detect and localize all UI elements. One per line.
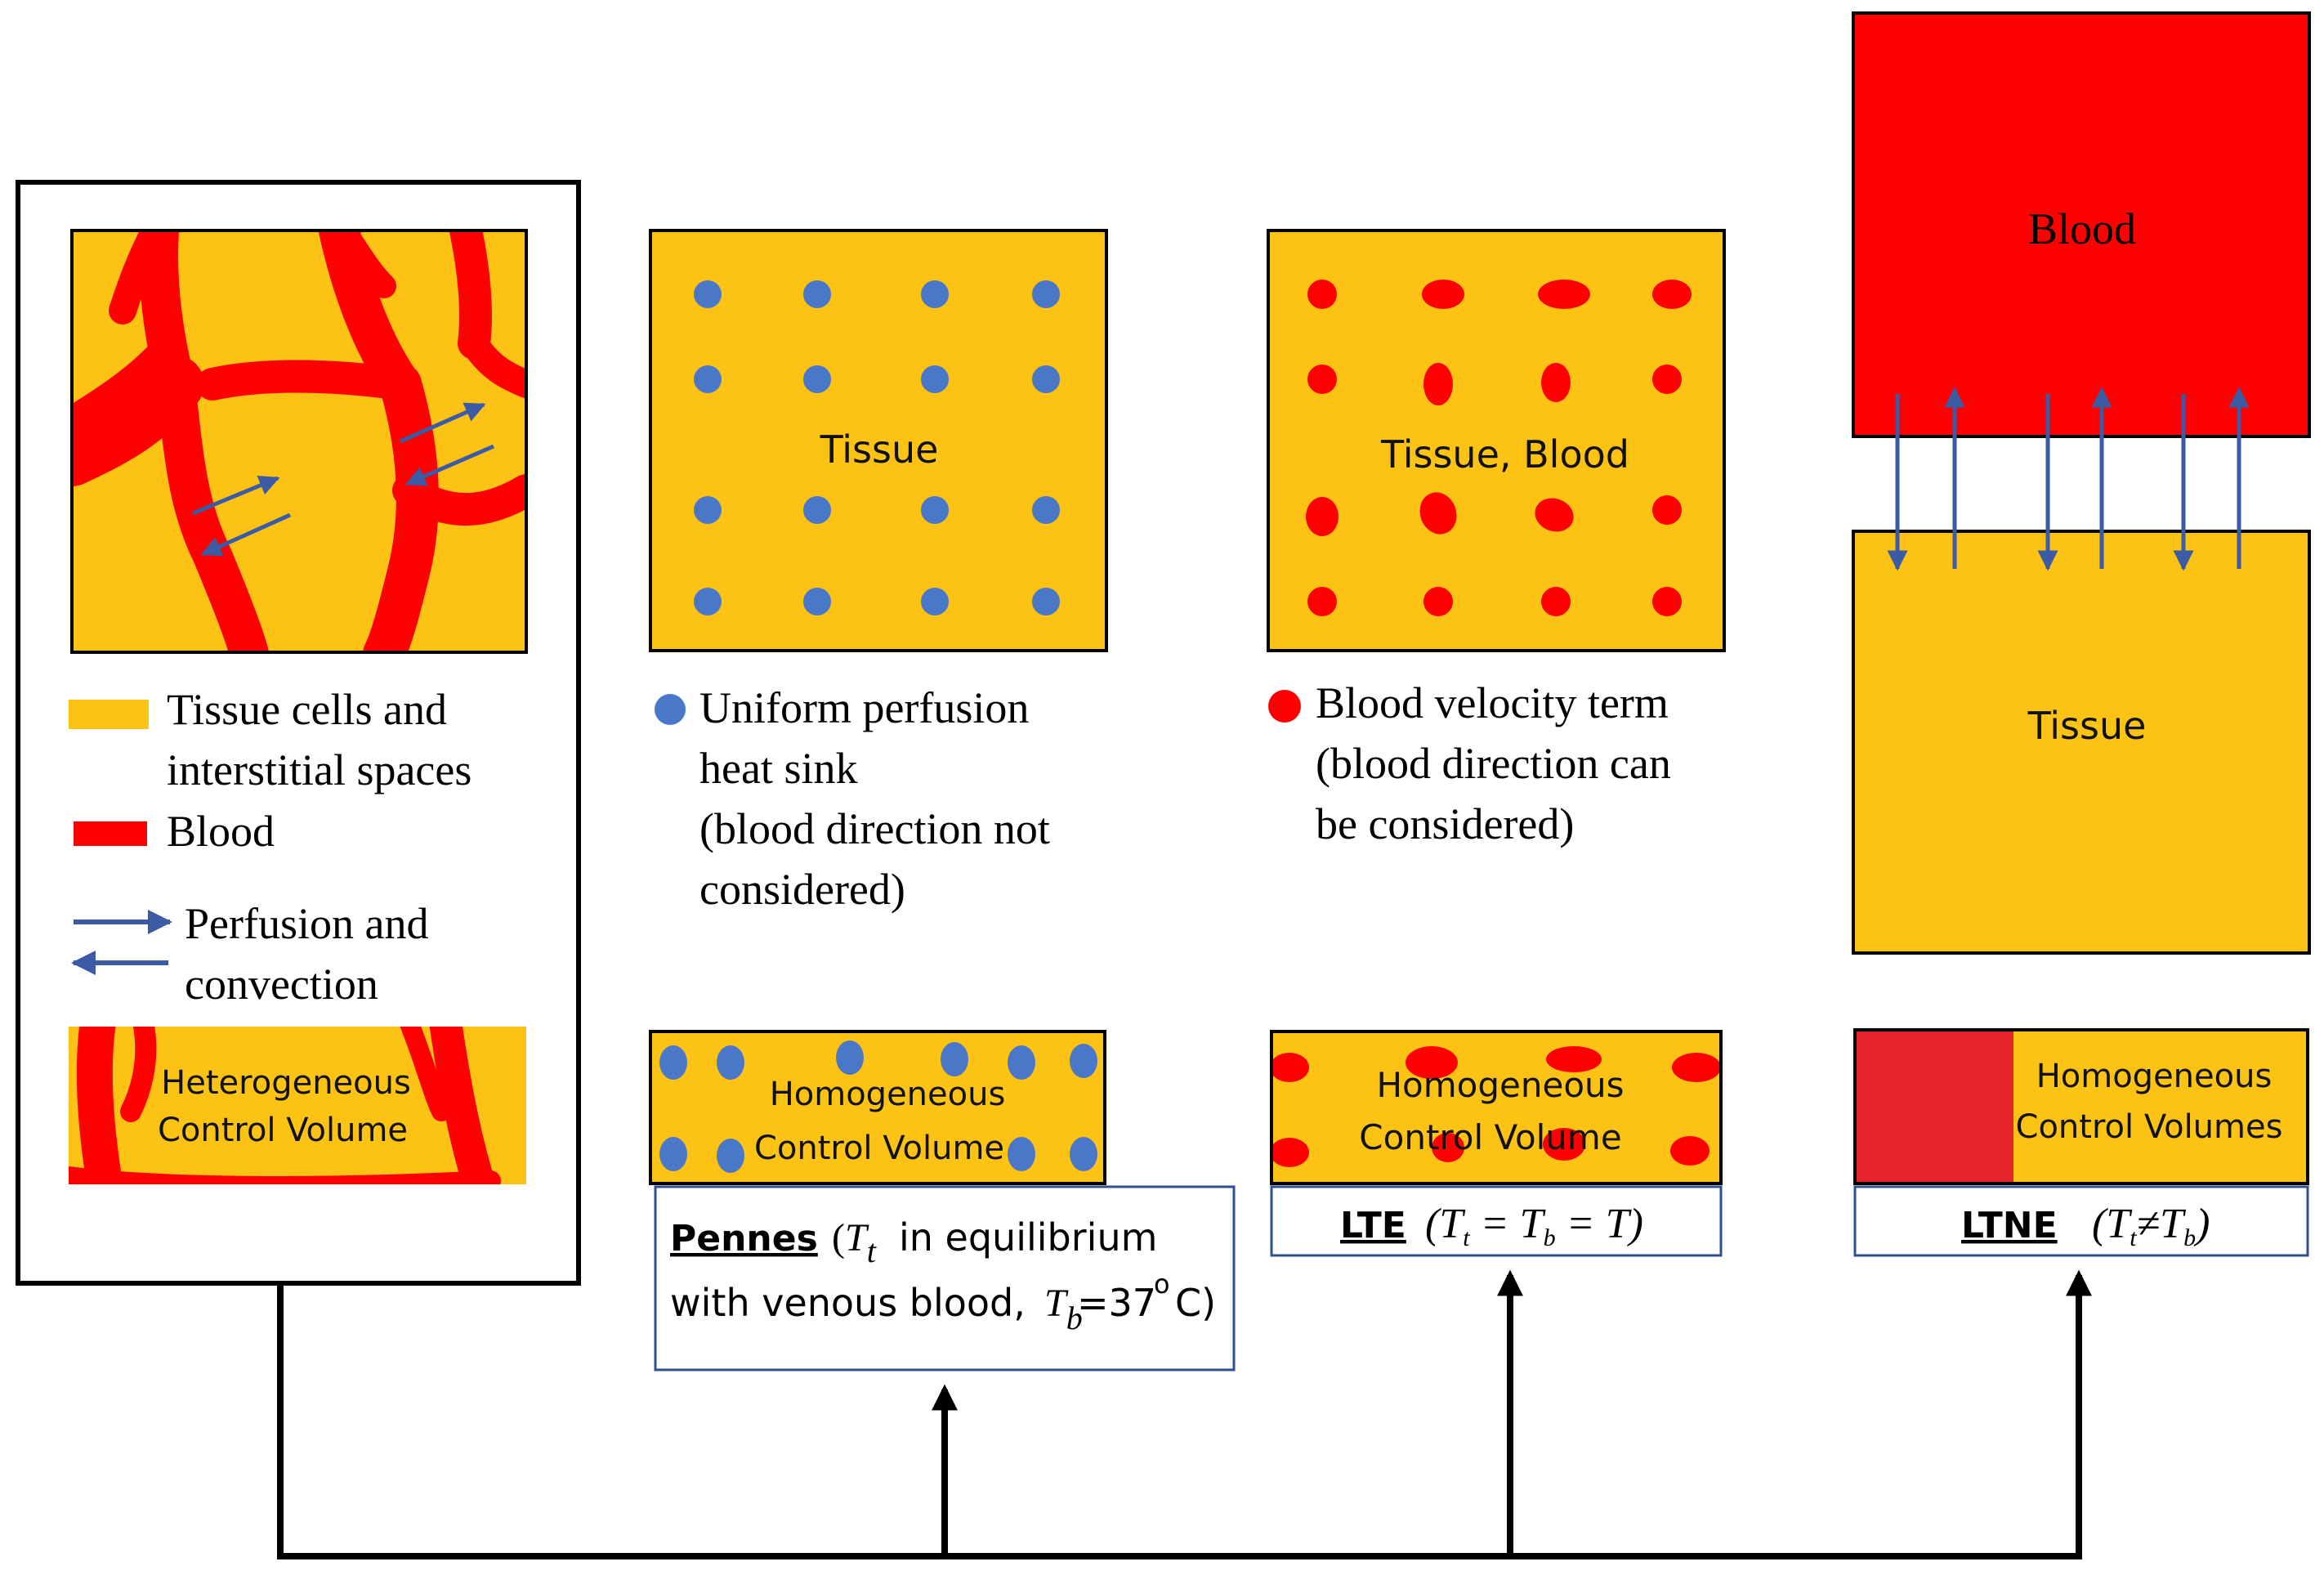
ltne-tissue-label: Tissue xyxy=(2027,704,2147,748)
pennes-tissue-illustration: Tissue xyxy=(649,229,1108,652)
ltne-cv-label-2: Control Volumes xyxy=(2016,1108,2283,1146)
ltne-blood-label: Blood xyxy=(2028,204,2136,253)
lte-tissue-label: Tissue, Blood xyxy=(1380,432,1629,477)
lte-model-box: LTE (Tt = Tb = T) xyxy=(1270,1185,1723,1257)
pennes-cv-label-2: Control Volume xyxy=(754,1130,1004,1167)
lte-tissue-illustration: Tissue, Blood xyxy=(1267,229,1726,652)
ltne-model-box: LTNE (Tt≠Tb) xyxy=(1853,1185,2309,1257)
panel-lte: Tissue, Blood Blood velocity term (blood… xyxy=(1267,229,1726,1556)
lte-note-2: (blood direction can xyxy=(1316,739,1671,788)
lte-control-volume: Homogeneous Control Volume xyxy=(1270,1030,1723,1185)
heterogeneous-cv-label-1: Heterogeneous xyxy=(161,1064,411,1102)
legend-blood-swatch xyxy=(74,821,147,846)
blood-velocity-dots xyxy=(1306,280,1692,616)
panel1-frame xyxy=(16,180,581,1286)
legend-tissue-label-1: Tissue cells and xyxy=(167,685,447,734)
lte-cv-label-1: Homogeneous xyxy=(1376,1065,1624,1105)
pennes-note-3: (blood direction not xyxy=(699,804,1050,853)
legend-blood-label: Blood xyxy=(167,807,275,856)
lte-note-dot xyxy=(1268,690,1301,723)
legend: Tissue cells and interstitial spaces Blo… xyxy=(69,685,472,1009)
heterogeneous-tissue-illustration xyxy=(72,230,526,652)
pennes-control-volume: Homogeneous Control Volume xyxy=(649,1030,1106,1185)
lte-note-3: be considered) xyxy=(1316,799,1574,848)
pennes-note-1: Uniform perfusion xyxy=(699,683,1029,732)
perfusion-dots xyxy=(694,280,1060,615)
perfusion-arrows-in-tissue xyxy=(192,402,494,557)
pennes-desc-1: in equilibrium xyxy=(899,1215,1157,1260)
panel-heterogeneous: Tissue cells and interstitial spaces Blo… xyxy=(16,180,581,1556)
ltne-cv-label-1: Homogeneous xyxy=(2036,1058,2273,1095)
lte-cv-label-2: Control Volume xyxy=(1359,1117,1621,1157)
ltne-tissue-block: Tissue xyxy=(1852,530,2311,955)
pennes-cv-label-1: Homogeneous xyxy=(770,1076,1006,1113)
pennes-note-4: considered) xyxy=(699,865,905,914)
legend-perfusion-label-1: Perfusion and xyxy=(185,899,428,948)
heterogeneous-control-volume: Heterogeneous Control Volume xyxy=(69,1027,526,1184)
pennes-note-2: heat sink xyxy=(699,744,857,793)
pennes-note-dot xyxy=(655,694,686,725)
pennes-desc-unit: C) xyxy=(1175,1281,1216,1325)
legend-tissue-label-2: interstitial spaces xyxy=(167,745,472,794)
heterogeneous-cv-label-2: Control Volume xyxy=(158,1112,408,1149)
ltne-model-name: LTNE xyxy=(1961,1205,2058,1246)
ltne-blood-block: Blood xyxy=(1852,11,2311,438)
lte-model-name: LTE xyxy=(1340,1205,1406,1246)
pennes-desc-2: with venous blood, xyxy=(670,1281,1026,1325)
pennes-tissue-label: Tissue xyxy=(820,427,939,472)
lte-note-1: Blood velocity term xyxy=(1316,678,1669,727)
pennes-model-name: Pennes xyxy=(670,1218,818,1260)
blood-vessels xyxy=(72,230,526,652)
lte-equation: (Tt = Tb = T) xyxy=(1425,1201,1643,1251)
pennes-desc-temp: =37 xyxy=(1077,1281,1156,1325)
legend-perfusion-label-2: convection xyxy=(185,960,378,1009)
legend-tissue-swatch xyxy=(69,700,149,729)
pennes-model-box: Pennes (Tt in equilibrium with venous bl… xyxy=(654,1185,1236,1371)
ltne-control-volume: Homogeneous Control Volumes xyxy=(1853,1028,2309,1185)
pennes-desc-deg: o xyxy=(1154,1269,1170,1300)
panel-ltne: Blood Tissue Homogeneous Control Volumes… xyxy=(1852,11,2311,1556)
panel-pennes: Tissue Uniform perfusion heat sink (bloo… xyxy=(649,229,1236,1556)
ltne-exchange-arrows xyxy=(1887,387,2250,571)
